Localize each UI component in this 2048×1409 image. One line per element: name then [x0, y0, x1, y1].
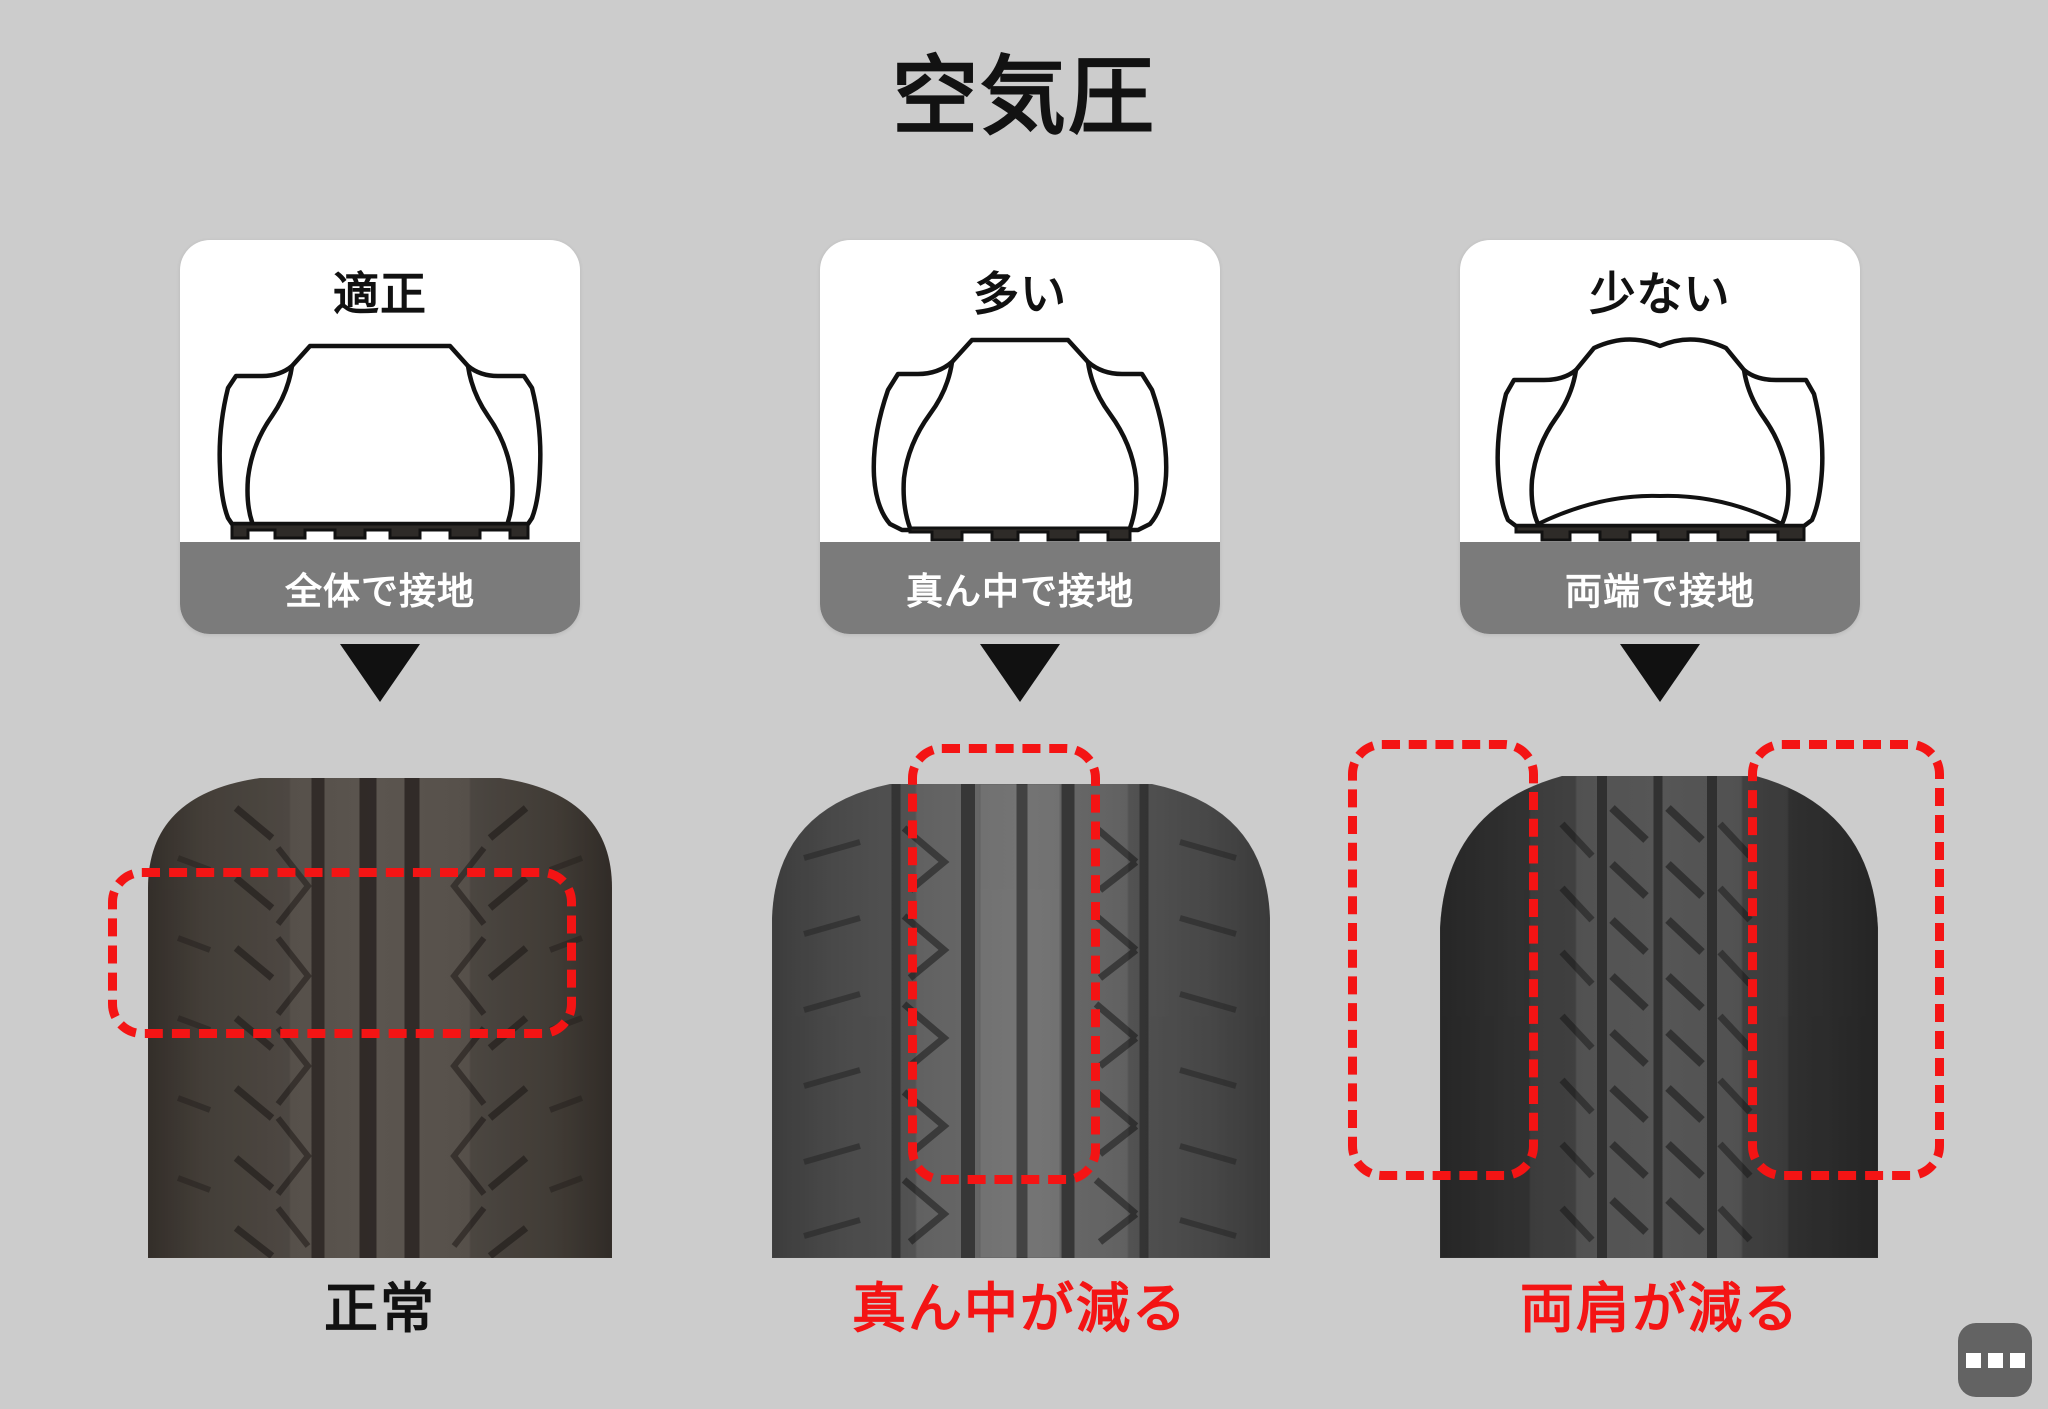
caption-normal: 正常 — [324, 1279, 436, 1339]
page-title: 空気圧 — [892, 49, 1156, 145]
down-triangle-icon — [1340, 644, 1980, 702]
caption-shoulder-wear: 両肩が減る — [1520, 1279, 1800, 1339]
card-overinflated: 多い 真ん中で接地 — [820, 240, 1220, 634]
card-title: 多い — [973, 268, 1067, 320]
column-overinflated: 多い 真ん中で接地 — [700, 240, 1340, 1409]
card-underinflated: 少ない 両端で接地 — [1460, 240, 1860, 634]
caption-center-wear: 真ん中が減る — [852, 1279, 1188, 1339]
card-footer-proper: 全体で接地 — [180, 542, 580, 634]
ellipsis-icon-dot-3 — [2009, 1352, 2025, 1368]
ellipsis-icon-dot-1 — [1965, 1352, 1981, 1368]
down-triangle-icon — [700, 644, 1340, 702]
tire-cross-section-overinflated-icon — [820, 318, 1220, 548]
ellipsis-icon-dot-2 — [1987, 1352, 2003, 1368]
card-footer-overinflated: 真ん中で接地 — [820, 542, 1220, 634]
comparison-columns: 適正 全体で接地 — [0, 240, 2048, 1409]
tire-photo-normal — [60, 738, 700, 1258]
column-underinflated: 少ない 両端で接地 — [1340, 240, 1980, 1409]
card-footer-label: 両端で接地 — [1565, 571, 1755, 612]
card-title: 適正 — [333, 268, 427, 320]
more-options-button[interactable] — [1958, 1323, 2032, 1397]
tire-cross-section-underinflated-icon — [1460, 318, 1860, 548]
tire-photo-center-worn — [700, 738, 1340, 1258]
column-proper: 適正 全体で接地 — [60, 240, 700, 1409]
tire-cross-section-proper-icon — [180, 318, 580, 548]
down-triangle-icon — [60, 644, 700, 702]
card-title: 少ない — [1589, 268, 1731, 320]
card-proper: 適正 全体で接地 — [180, 240, 580, 634]
card-footer-label: 真ん中で接地 — [906, 571, 1134, 612]
card-footer-underinflated: 両端で接地 — [1460, 542, 1860, 634]
tire-photo-shoulders-worn — [1340, 738, 1980, 1258]
card-footer-label: 全体で接地 — [285, 571, 475, 612]
